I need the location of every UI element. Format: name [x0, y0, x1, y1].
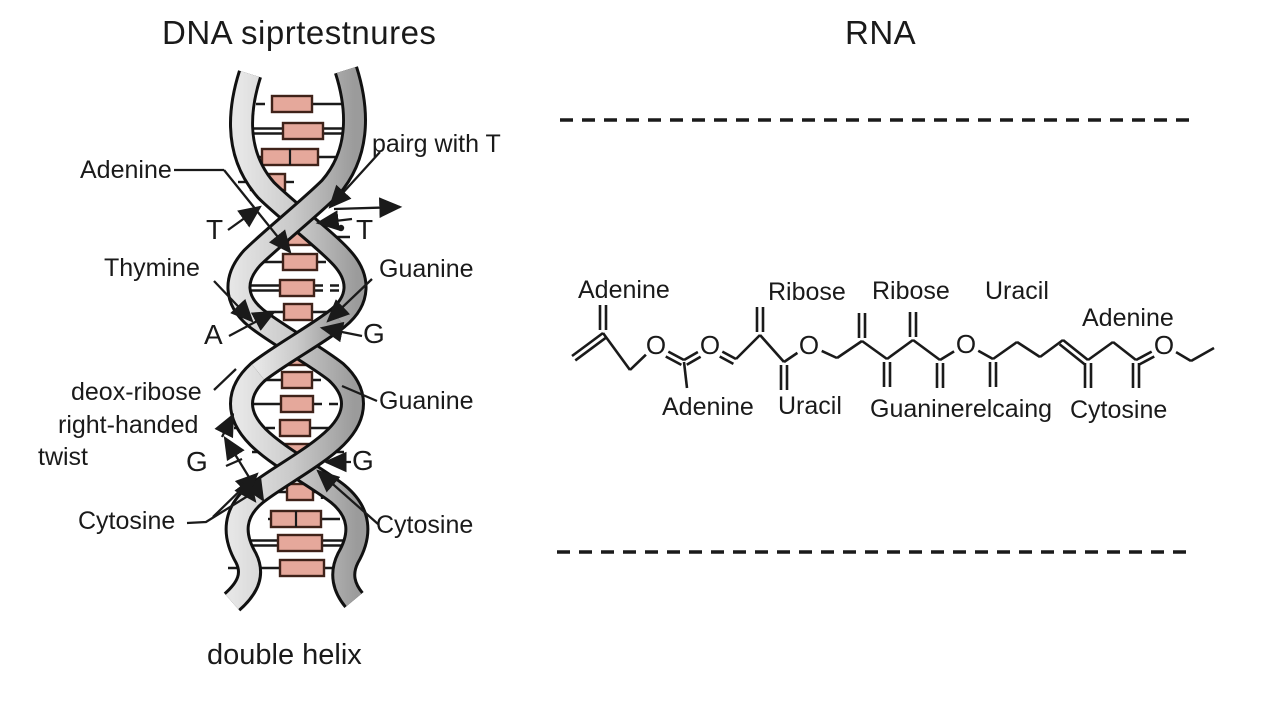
label-g-upper-right: G — [363, 318, 385, 349]
label-g-lower-left: G — [186, 446, 208, 477]
g-upper-right-arrow — [319, 321, 363, 343]
base-pair — [276, 533, 324, 553]
bond — [1190, 346, 1215, 363]
label-rna-uracil-top: Uracil — [985, 277, 1049, 305]
methyl-bond — [682, 361, 689, 389]
label-cytosine-right: Cytosine — [376, 511, 474, 539]
bond — [667, 350, 685, 362]
base-pair — [281, 121, 325, 141]
cytosine-right-arrow — [316, 469, 379, 525]
oxygen-atom-label: O — [1154, 330, 1174, 360]
bond — [783, 351, 799, 364]
label-rna-uracil-bottom: Uracil — [778, 392, 842, 420]
down-arrow — [234, 478, 257, 503]
dna-caption: double helix — [207, 639, 362, 671]
label-rna-adenine-bottom: Adenine — [662, 393, 754, 421]
base-pair — [270, 94, 314, 114]
bond — [886, 338, 914, 361]
label-rna-cytosine-bottom: Cytosine — [1070, 396, 1168, 424]
double-bond — [1137, 355, 1155, 366]
base-pair — [281, 252, 319, 272]
bond — [992, 340, 1018, 361]
label-t-left: T — [206, 214, 224, 245]
label-rna-adenine-right: Adenine — [1082, 304, 1174, 332]
label-guanine-lower: Guanine — [379, 387, 474, 415]
label-pairg-with-t: pairg with T — [372, 130, 501, 158]
base-pair — [278, 558, 326, 578]
base-pair — [285, 482, 315, 502]
label-right-handed: right-handed — [58, 411, 199, 439]
label-rna-guanine-relcaing: Guaninerelcaing — [870, 395, 1053, 423]
guanine-upper-arrow — [326, 278, 373, 323]
bond — [735, 334, 761, 360]
bond — [571, 331, 604, 358]
pair-right-arrow — [333, 197, 403, 218]
bond — [861, 339, 888, 361]
oxygen-atom-label: O — [956, 329, 976, 359]
label-thymine: Thymine — [104, 254, 200, 282]
bond — [821, 349, 838, 360]
bond — [836, 339, 863, 360]
helix-strand-b — [223, 66, 367, 612]
label-adenine-left: Adenine — [80, 156, 172, 184]
label-rna-ribose-2: Ribose — [872, 277, 950, 305]
label-deox-ribose: deox-ribose — [71, 378, 202, 406]
label-guanine-upper: Guanine — [379, 255, 474, 283]
bond — [939, 350, 955, 362]
deox-ribose-leader — [213, 368, 237, 391]
thymine-arrow — [213, 280, 254, 323]
bond — [1039, 338, 1064, 359]
base-pair — [282, 302, 314, 322]
pair-left-arrow — [315, 210, 353, 231]
rna-separators — [557, 118, 1198, 554]
bond — [1062, 338, 1089, 362]
bond — [1135, 350, 1153, 362]
pair-dot — [337, 224, 345, 232]
oxygen-atom-label: O — [700, 330, 720, 360]
label-cytosine-left: Cytosine — [78, 507, 176, 535]
base-pair — [280, 370, 314, 390]
bond — [759, 334, 785, 363]
dna-double-helix — [223, 66, 370, 612]
bond — [1175, 351, 1192, 363]
pairg-arrow — [328, 151, 381, 209]
double-bond — [1058, 343, 1086, 366]
bond — [629, 353, 647, 371]
guanine-lower-leader — [341, 384, 378, 403]
a-arrow — [228, 310, 277, 338]
cytosine-left-leader — [186, 493, 252, 525]
bond — [721, 350, 737, 361]
dna-section-title: DNA siprtestnures — [162, 14, 437, 51]
label-rna-adenine-top: Adenine — [578, 276, 670, 304]
rna-section-title: RNA — [845, 14, 917, 51]
bond — [912, 338, 941, 362]
label-g-lower-right: G — [352, 445, 374, 476]
double-bond — [665, 355, 683, 366]
t-left-arrow — [227, 205, 262, 231]
bond — [601, 332, 632, 371]
oxygen-atom-label: O — [646, 330, 666, 360]
double-bond — [686, 355, 702, 366]
bond — [683, 350, 699, 362]
bond — [977, 349, 994, 361]
bond — [1087, 340, 1114, 362]
label-t-right: T — [356, 214, 374, 245]
label-a: A — [204, 319, 223, 350]
base-pair — [278, 278, 316, 298]
label-rna-ribose-1: Ribose — [768, 278, 846, 306]
double-bond — [574, 336, 608, 362]
twist-up-arrow — [214, 412, 235, 439]
bond — [1112, 340, 1137, 362]
base-pair — [279, 394, 315, 414]
double-bond — [719, 355, 735, 365]
annotation-arrows — [174, 151, 403, 525]
base-pair — [278, 418, 312, 438]
bond — [1016, 340, 1041, 359]
oxygen-atom-label: O — [799, 330, 819, 360]
label-twist: twist — [38, 443, 88, 471]
